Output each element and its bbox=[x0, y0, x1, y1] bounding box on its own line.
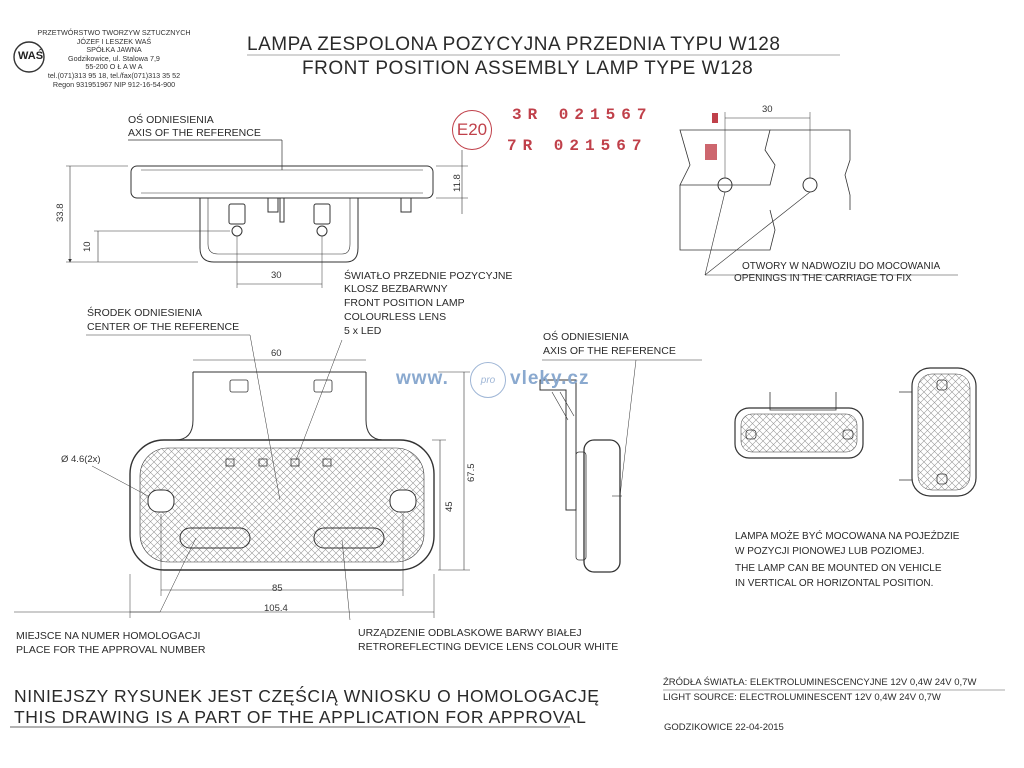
hole-diameter-label: Ø 4.6(2x) bbox=[61, 454, 101, 465]
lamp-desc-line: 5 x LED bbox=[344, 325, 382, 337]
dim-67-5: 67.5 bbox=[466, 463, 477, 483]
dim-10: 10 bbox=[82, 241, 93, 252]
watermark-right: vleky.cz bbox=[510, 368, 590, 389]
axis-reference-label-pl: OŚ ODNIESIENIA bbox=[128, 114, 214, 126]
e-mark-text: E20 bbox=[456, 120, 488, 139]
axis-reference-label-en: AXIS OF THE REFERENCE bbox=[128, 127, 261, 139]
company-logo bbox=[13, 41, 45, 73]
footer-statement-pl: NINIEJSZY RYSUNEK JEST CZĘŚCIĄ WNIOSKU O… bbox=[14, 686, 600, 706]
light-source-en: LIGHT SOURCE: ELECTROLUMINESCENT 12V 0,4… bbox=[663, 692, 941, 703]
dim-105-4: 105.4 bbox=[264, 603, 288, 614]
dim-45: 45 bbox=[444, 501, 455, 512]
dim-30-side: 30 bbox=[271, 270, 282, 281]
light-source-pl: ŹRÓDŁA ŚWIATŁA: ELEKTROLUMINESCENCYJNE 1… bbox=[663, 677, 977, 688]
lamp-desc-line: ŚWIATŁO PRZEDNIE POZYCYJNE bbox=[344, 270, 513, 282]
dim-11-8: 11.8 bbox=[452, 174, 463, 192]
company-info: PRZETWÓRSTWO TWORZYW SZTUCZNYCH JÓZEF I … bbox=[14, 28, 214, 89]
company-line: JÓZEF I LESZEK WAŚ bbox=[76, 36, 152, 46]
mounting-note-line: IN VERTICAL OR HORIZONTAL POSITION. bbox=[735, 578, 934, 589]
openings-label-pl: OTWORY W NADWOZIU DO MOCOWANIA bbox=[742, 261, 941, 272]
retroreflector-label-pl: URZĄDZENIE ODBLASKOWE BARWY BIAŁEJ bbox=[358, 627, 582, 639]
e-mark-circle: E20 bbox=[452, 110, 492, 150]
company-line: 55-200 O Ł A W A bbox=[85, 62, 143, 72]
approval-number-3r: 3R 021567 bbox=[512, 106, 653, 124]
mounting-note-line: THE LAMP CAN BE MOUNTED ON VEHICLE bbox=[735, 563, 942, 574]
homologation-label-en: PLACE FOR THE APPROVAL NUMBER bbox=[16, 644, 206, 656]
footer-statement-en: THIS DRAWING IS A PART OF THE APPLICATIO… bbox=[14, 707, 587, 727]
company-line: Regon 931951967 NIP 912-16-54-900 bbox=[52, 79, 176, 89]
dim-85: 85 bbox=[272, 583, 283, 594]
lamp-desc-line: COLOURLESS LENS bbox=[344, 311, 447, 323]
axis-side-label-en: AXIS OF THE REFERENCE bbox=[543, 345, 676, 357]
center-reference-label-en: CENTER OF THE REFERENCE bbox=[87, 321, 240, 333]
iso-horizontal-view bbox=[734, 392, 864, 459]
title-polish: LAMPA ZESPOLONA POZYCYJNA PRZEDNIA TYPU … bbox=[247, 34, 781, 55]
company-logo-text: WAŚ bbox=[18, 50, 44, 62]
openings-label-en: OPENINGS IN THE CARRIAGE TO FIX bbox=[734, 273, 912, 284]
side-profile-view bbox=[539, 359, 702, 573]
dim-30-holes: 30 bbox=[762, 104, 773, 115]
homologation-label-pl: MIEJSCE NA NUMER HOMOLOGACJI bbox=[16, 630, 201, 642]
watermark-middle: pro bbox=[480, 374, 496, 386]
watermark-circle: pro bbox=[470, 362, 506, 398]
company-line: tel.(071)313 95 18, tel./fax(071)313 35 … bbox=[47, 70, 181, 80]
mounting-note-line: LAMPA MOŻE BYĆ MOCOWANA NA POJEŹDZIE bbox=[735, 531, 960, 542]
dim-60: 60 bbox=[271, 348, 282, 359]
top-side-view bbox=[66, 139, 468, 288]
center-reference-label-pl: ŚRODEK ODNIESIENIA bbox=[87, 307, 202, 319]
axis-side-label-pl: OŚ ODNIESIENIA bbox=[543, 331, 629, 343]
mounting-holes-view bbox=[679, 112, 958, 276]
approval-number-7r: 7R 021567 bbox=[507, 137, 648, 155]
company-line: Godzikowice, ul. Stalowa 7,9 bbox=[68, 53, 160, 63]
mounting-note-line: W POZYCJI PIONOWEJ LUB POZIOMEJ. bbox=[735, 546, 925, 557]
company-line: SPÓŁKA JAWNA bbox=[86, 45, 142, 55]
dim-33-8: 33.8 bbox=[55, 203, 66, 223]
lamp-desc-line: FRONT POSITION LAMP bbox=[344, 297, 465, 309]
watermark-left: www. bbox=[396, 368, 449, 389]
retroreflector-label-en: RETROREFLECTING DEVICE LENS COLOUR WHITE bbox=[358, 641, 619, 653]
title-english: FRONT POSITION ASSEMBLY LAMP TYPE W128 bbox=[302, 58, 754, 79]
place-date: GODZIKOWICE 22-04-2015 bbox=[664, 722, 784, 733]
iso-vertical-view bbox=[899, 367, 977, 497]
front-view bbox=[14, 334, 470, 621]
company-line: PRZETWÓRSTWO TWORZYW SZTUCZNYCH bbox=[37, 28, 191, 37]
lamp-desc-line: KLOSZ BEZBARWNY bbox=[344, 283, 448, 295]
